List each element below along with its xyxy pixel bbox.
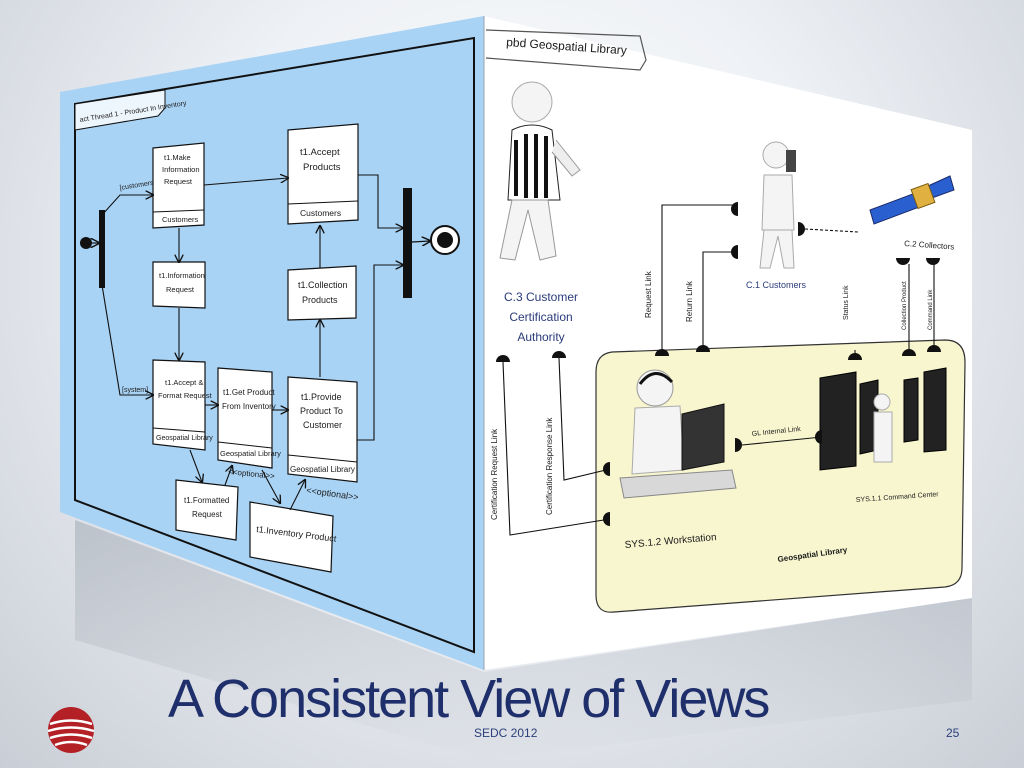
svg-text:Customers: Customers bbox=[300, 208, 341, 218]
initial-node bbox=[80, 237, 92, 249]
command-center-servers bbox=[819, 367, 947, 471]
object-inventory-product: t1.Inventory Product bbox=[249, 501, 337, 573]
return-link-label: Return Link bbox=[685, 280, 694, 322]
customers-label: C.1 Customers bbox=[746, 280, 807, 290]
block-diagram-face: pbd Geospatial Library Geospatial Librar… bbox=[483, 16, 972, 670]
action-accept-format-request: t1.Accept &Format Request Geospatial Lib… bbox=[152, 359, 213, 451]
svg-text:Geospatial Library: Geospatial Library bbox=[290, 465, 355, 474]
command-link-label: Command Link bbox=[928, 289, 934, 330]
customers-figure bbox=[759, 141, 796, 269]
collectors-label: C.2 Collectors bbox=[904, 239, 955, 251]
join-bar bbox=[403, 188, 412, 298]
svg-text:Geospatial Library: Geospatial Library bbox=[220, 449, 281, 458]
company-logo-icon bbox=[47, 707, 95, 753]
page-number: 25 bbox=[946, 726, 960, 740]
fork-bar bbox=[99, 210, 105, 288]
status-link-label: Status Link bbox=[843, 285, 850, 320]
cube-reflection bbox=[75, 520, 972, 760]
certification-response-link-label: Certification Response Link bbox=[545, 417, 554, 515]
certification-authority-figure bbox=[499, 81, 581, 261]
request-link-label: Request Link bbox=[644, 270, 653, 318]
certification-request-link-label: Certification Request Link bbox=[490, 428, 499, 520]
collection-product-link-label: Collection Product bbox=[902, 281, 908, 330]
connectors bbox=[502, 204, 935, 536]
satellite-icon bbox=[869, 175, 955, 225]
footer-event-label: SEDC 2012 bbox=[474, 726, 538, 740]
partition-system-label: [system] bbox=[122, 387, 148, 394]
svg-text:t1.Accept &Format Request: t1.Accept &Format Request bbox=[158, 378, 213, 400]
svg-text:Customers: Customers bbox=[162, 215, 199, 224]
svg-text:Geospatial Library: Geospatial Library bbox=[156, 435, 213, 442]
workstation-figure bbox=[619, 369, 737, 499]
slide-title: A Consistent View of Views bbox=[168, 669, 770, 729]
activity-diagram-face: act Thread 1 - Product In Inventory [cus… bbox=[60, 16, 484, 670]
